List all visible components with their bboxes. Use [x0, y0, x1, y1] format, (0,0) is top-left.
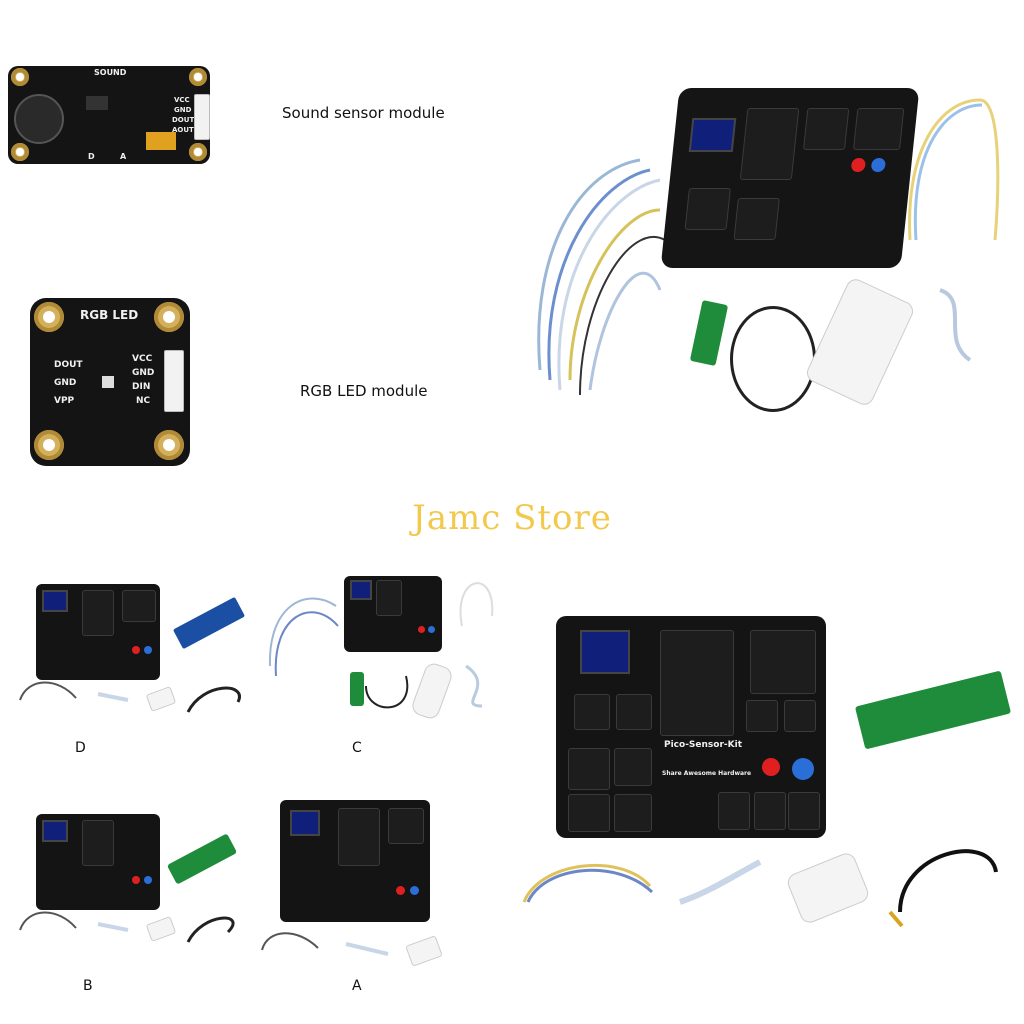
mounting-hole [11, 143, 29, 161]
kit-board-subtitle: Share Awesome Hardware [662, 770, 752, 777]
rgb-pin-nc: NC [136, 396, 151, 406]
option-c-image [266, 566, 506, 726]
microphone [14, 94, 64, 144]
sound-sensor-module-image: SOUND VCC GND DOUT AOUT D A [8, 66, 210, 164]
option-d-label: D [75, 740, 86, 756]
option-b-label: B [83, 978, 93, 994]
rgb-pin-vcc: VCC [132, 354, 153, 364]
mounting-hole [154, 302, 184, 332]
option-a-image [258, 800, 458, 970]
sound-label-a: A [120, 152, 127, 161]
sensor-cable [908, 98, 1000, 241]
mounting-hole [154, 430, 184, 460]
option-c-label: C [352, 740, 362, 756]
rgb-pin-din: DIN [132, 382, 151, 392]
mounting-hole [189, 143, 207, 161]
arduino-nano-board [172, 596, 246, 650]
sound-pin-aout: AOUT [172, 126, 194, 134]
blue-button [792, 758, 814, 780]
rgb-led-module-image: RGB LED DOUT GND VPP VCC GND DIN NC [30, 298, 190, 466]
ir-remote [803, 276, 917, 408]
mounting-hole [11, 68, 29, 86]
mounting-hole [34, 430, 64, 460]
pico-board [689, 299, 729, 367]
usb-cable [730, 306, 816, 412]
pico-sensor-kit-board: Pico-Sensor-Kit Share Awesome Hardware [556, 616, 826, 838]
sound-pin-dout: DOUT [172, 116, 195, 124]
sound-pin-gnd: GND [174, 106, 192, 114]
rgb-led-caption: RGB LED module [300, 382, 428, 400]
rgb-pin-gnd-right: GND [132, 368, 155, 378]
red-led [762, 758, 780, 776]
sound-board-title: SOUND [94, 68, 127, 77]
rgb-pin-vpp: VPP [54, 396, 75, 406]
chip [86, 96, 108, 110]
mounting-hole [34, 302, 64, 332]
sound-sensor-caption: Sound sensor module [282, 104, 445, 122]
rgb-led-chip [102, 376, 114, 388]
connector [164, 350, 184, 412]
jumper-wires [537, 158, 666, 396]
connector [194, 94, 210, 140]
kit-board-title: Pico-Sensor-Kit [664, 740, 743, 750]
kit-overview-image [520, 80, 1010, 420]
kit-board-3d [660, 88, 920, 268]
option-a-label: A [352, 978, 362, 994]
rgb-board-title: RGB LED [80, 308, 139, 322]
option-d-image [18, 582, 248, 732]
option-b-image [18, 812, 248, 962]
rgb-pin-dout: DOUT [54, 360, 83, 370]
sound-pin-vcc: VCC [174, 96, 190, 104]
kit-detail-image: Pico-Sensor-Kit Share Awesome Hardware [520, 612, 1014, 932]
mounting-hole [189, 68, 207, 86]
pico-board [166, 833, 238, 885]
pico-board [854, 670, 1012, 750]
pico-expander [660, 630, 734, 736]
capacitor [146, 132, 176, 150]
oled-display [580, 630, 630, 674]
rgb-pin-gnd: GND [54, 378, 77, 388]
sound-label-d: D [88, 152, 95, 161]
short-cable [939, 288, 972, 362]
store-watermark: Jamc Store [412, 498, 612, 538]
